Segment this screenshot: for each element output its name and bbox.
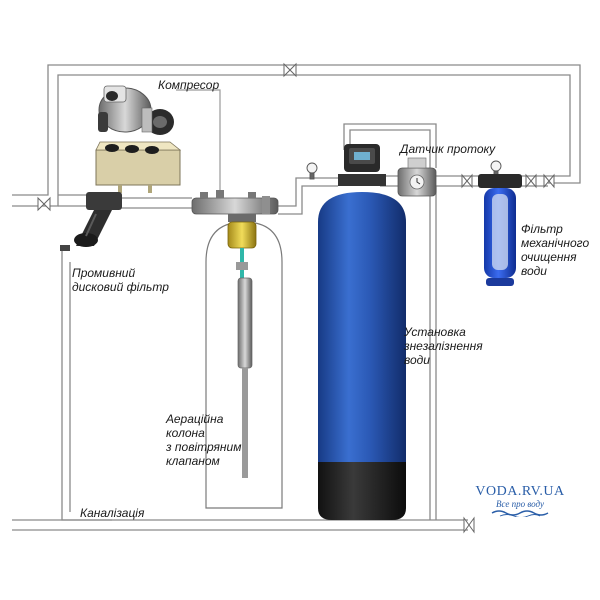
air-line [176, 89, 221, 190]
flow-sensor-icon [397, 157, 437, 197]
compressor-icon [95, 85, 182, 193]
mechanical-filter-line-4: води [521, 264, 547, 278]
iron-removal-line-1: Установка [404, 325, 466, 339]
pipe-network [12, 64, 581, 531]
flow-sensor-label-text: Датчик протоку [400, 142, 496, 156]
flow-sensor-label: Датчик протоку [400, 142, 495, 156]
aeration-line-2: колона [166, 426, 205, 440]
disc-filter-icon [60, 192, 122, 251]
aeration-line-1: Аераційна [166, 412, 224, 426]
wave-icon [491, 510, 549, 517]
disc-filter-line-1: Промивний [72, 266, 136, 280]
mechanical-filter-icon [478, 174, 522, 286]
iron-removal-tank-icon [318, 144, 406, 520]
aeration-column-icon [191, 190, 283, 509]
iron-removal-line-3: води [404, 353, 430, 367]
iron-removal-label: Установка знезалізнення води [404, 325, 483, 367]
disc-filter-label: Промивний дисковий фільтр [72, 266, 169, 294]
brand-logo: VODA.RV.UA Все про воду [470, 484, 570, 517]
pressure-gauge-icon [306, 160, 502, 180]
compressor-label: Компресор [158, 78, 219, 92]
sewer-label-text: Каналізація [80, 506, 145, 520]
mechanical-filter-label: Фільтр механічного очищення води [521, 222, 589, 278]
mechanical-filter-line-2: механічного [521, 236, 590, 250]
sewer-label: Каналізація [80, 506, 144, 520]
iron-removal-line-2: знезалізнення [404, 339, 483, 353]
mechanical-filter-line-3: очищення [521, 250, 577, 264]
aeration-line-3: з повітряним [166, 440, 242, 454]
aeration-line-4: клапаном [166, 454, 220, 468]
compressor-label-text: Компресор [158, 78, 220, 92]
brand-tagline: Все про воду [496, 499, 544, 509]
bypass-valves [37, 62, 555, 534]
brand-name: VODA.RV.UA [475, 484, 565, 499]
aeration-column-label: Аераційна колона з повітряним клапаном [166, 412, 241, 468]
disc-filter-line-2: дисковий фільтр [72, 280, 169, 294]
mechanical-filter-line-1: Фільтр [521, 222, 563, 236]
